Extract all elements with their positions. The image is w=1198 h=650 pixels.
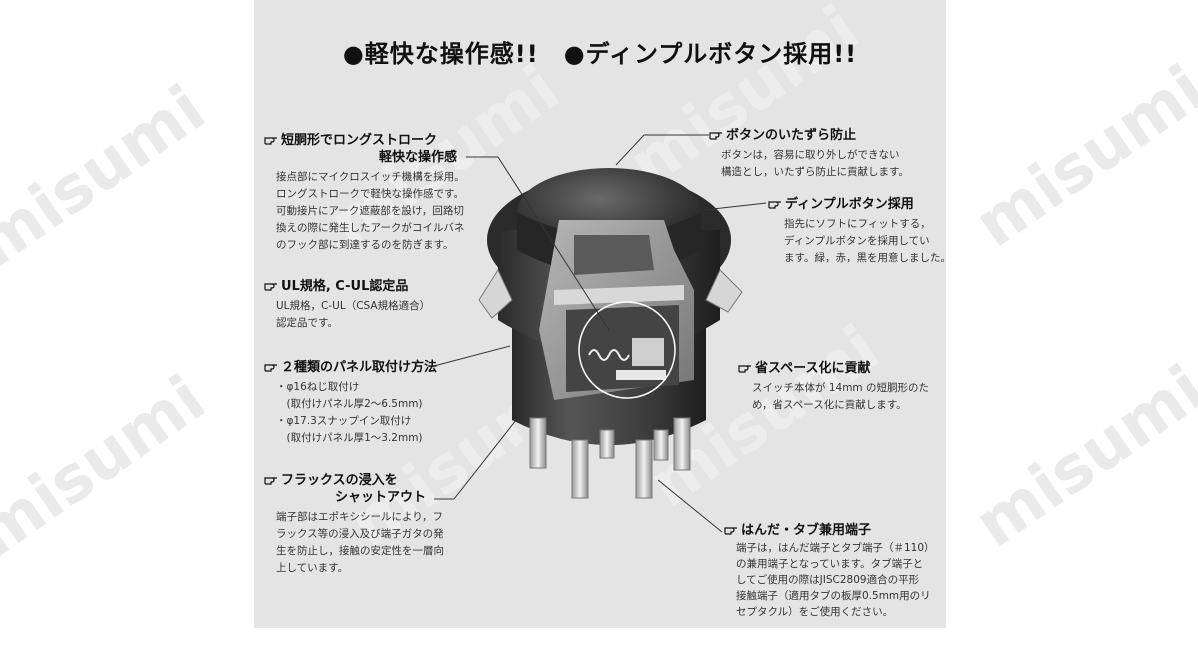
feature-panel: misumi misumi misumi misumi xyxy=(254,0,946,628)
pointing-hand-icon xyxy=(264,476,277,485)
pointing-hand-icon xyxy=(264,363,277,372)
pointing-hand-icon xyxy=(264,282,277,291)
page-title: ●軽快な操作感!! ●ディンプルボタン採用!! xyxy=(342,40,858,68)
switch-illustration xyxy=(433,134,767,533)
flux-heading-2: シャットアウト xyxy=(335,490,427,505)
flux-body: 端子部はエポキシシールにより，フ ラックス等の浸入及び端子ガタの発 生を防止し，… xyxy=(276,511,444,574)
watermark-right-2: misumi xyxy=(962,351,1198,563)
short-stroke-heading-2: 軽快な操作感 xyxy=(379,150,458,165)
callout-tamper: ボタンのいたずら防止 ボタンは，容易に取り外しができない 構造とし，いたずら防止… xyxy=(709,127,909,181)
panel-mount-heading: ２種類のパネル取付け方法 xyxy=(281,360,438,375)
callout-short-stroke: 短胴形でロングストローク 軽快な操作感 接点部にマイクロスイッチ機構を採用。 ロ… xyxy=(264,132,465,254)
panel-mount-body: ・φ16ねじ取付け (取付けパネル厚2〜6.5mm) ・φ17.3スナップイン取… xyxy=(276,381,423,444)
space-body: スイッチ本体が 14mm の短胴形のた め，省スペース化に貢献します。 xyxy=(752,382,929,411)
watermark-left: misumi xyxy=(0,71,219,283)
callout-flux: フラックスの浸入を シャットアウト 端子部はエポキシシールにより，フ ラックス等… xyxy=(264,472,444,577)
space-heading: 省スペース化に貢献 xyxy=(755,361,871,376)
callout-panel-mount: ２種類のパネル取付け方法 ・φ16ねじ取付け (取付けパネル厚2〜6.5mm) … xyxy=(264,359,437,447)
tamper-body: ボタンは，容易に取り外しができない 構造とし，いたずら防止に貢献します。 xyxy=(721,149,909,178)
callout-dimple: ディンプルボタン採用 指先にソフトにフィットする， ディンプルボタンを採用してい… xyxy=(768,196,946,267)
watermark-right: misumi xyxy=(962,51,1198,263)
pointing-hand-icon xyxy=(768,200,781,209)
pointing-hand-icon xyxy=(264,136,277,145)
terminal-heading: はんだ・タブ兼用端子 xyxy=(741,523,872,538)
ul-heading: UL規格, C-UL認定品 xyxy=(281,279,409,294)
flux-heading: フラックスの浸入を xyxy=(281,473,398,488)
watermark-left-2: misumi xyxy=(0,361,219,573)
tamper-heading: ボタンのいたずら防止 xyxy=(726,128,857,143)
pointing-hand-icon xyxy=(709,131,722,140)
short-stroke-body: 接点部にマイクロスイッチ機構を採用。 ロングストロークで軽快な操作感です。 可動… xyxy=(276,171,465,251)
dimple-heading: ディンプルボタン採用 xyxy=(785,197,914,212)
short-stroke-heading: 短胴形でロングストローク xyxy=(281,133,438,148)
pointing-hand-icon xyxy=(738,364,751,373)
callout-ul: UL規格, C-UL認定品 UL規格，C-UL（CSA規格適合） 認定品です。 xyxy=(264,278,430,332)
dimple-body: 指先にソフトにフィットする， ディンプルボタンを採用してい ます。緑，赤，黒を用… xyxy=(784,218,946,264)
ul-body: UL規格，C-UL（CSA規格適合） 認定品です。 xyxy=(276,300,431,329)
callout-space: 省スペース化に貢献 スイッチ本体が 14mm の短胴形のた め，省スペース化に貢… xyxy=(738,360,929,414)
terminal-body: 端子は，はんだ端子とタブ端子（＃110） の兼用端子となっています。タブ端子と … xyxy=(736,542,935,618)
callout-terminal: はんだ・タブ兼用端子 端子は，はんだ端子とタブ端子（＃110） の兼用端子となっ… xyxy=(724,522,935,620)
pointing-hand-icon xyxy=(724,526,737,535)
